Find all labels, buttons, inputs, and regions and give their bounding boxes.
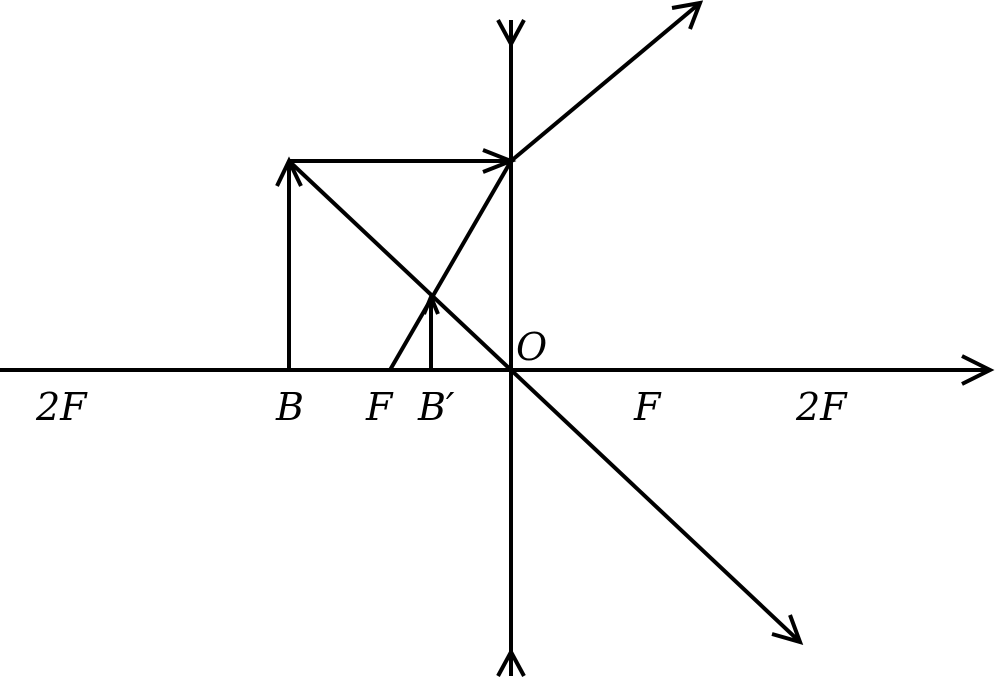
central-ray-arrowhead bbox=[771, 614, 804, 646]
lens-top-end-mark bbox=[496, 19, 526, 49]
label-left-2f: 2F bbox=[35, 385, 88, 429]
central-ray bbox=[287, 159, 802, 644]
label-right-2f: 2F bbox=[795, 385, 848, 429]
backward-extension-to-focus bbox=[388, 159, 513, 372]
refracted-diverging-ray bbox=[509, 1, 702, 163]
principal-axis-arrowhead bbox=[961, 354, 995, 386]
image-arrowhead bbox=[422, 291, 440, 315]
label-image-point: B′ bbox=[417, 385, 455, 429]
label-optical-center: O bbox=[516, 325, 547, 369]
label-left-focus: F bbox=[365, 385, 394, 429]
label-object-point: B bbox=[275, 385, 304, 429]
refracted-diverging-ray-arrowhead bbox=[671, 0, 704, 30]
label-right-focus: F bbox=[633, 385, 662, 429]
lens-bottom-end-mark bbox=[496, 647, 526, 677]
